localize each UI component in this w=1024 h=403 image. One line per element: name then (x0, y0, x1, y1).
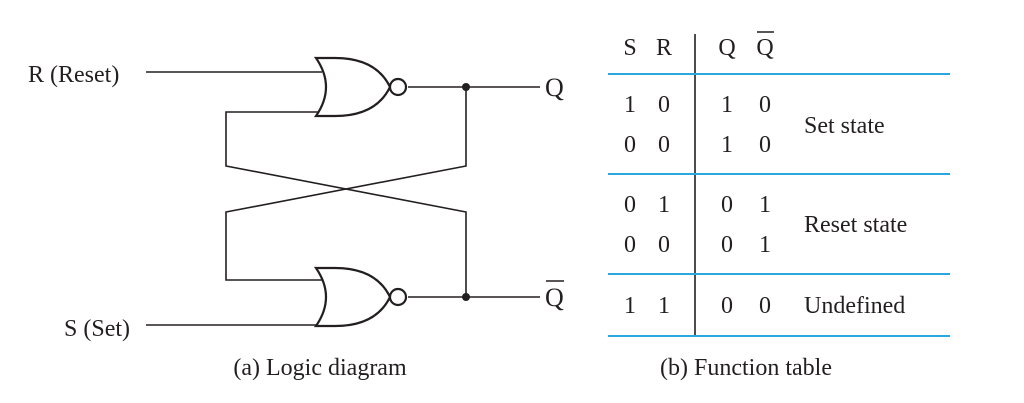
wire-feedback-to-top-gate (225, 111, 467, 297)
table-cell-s: 0 (624, 132, 636, 158)
table-row-0: 1 0 1 0 (624, 92, 771, 118)
table-row-3: 0 0 0 1 (624, 232, 771, 258)
table-row-2: 0 1 0 1 (624, 192, 771, 218)
table-cell-q: 1 (721, 92, 733, 118)
logic-diagram: R (Reset) S (Set) Q Q (a) Logic diagram (28, 56, 564, 381)
table-cell-qbar: 0 (759, 92, 771, 118)
table-cell-qbar: 1 (759, 192, 771, 218)
table-cell-qbar: 0 (759, 293, 771, 319)
table-header-q: Q (718, 35, 735, 61)
table-cell-s: 1 (624, 92, 636, 118)
state-label-undefined: Undefined (804, 293, 905, 319)
state-label-set: Set state (804, 113, 885, 139)
input-s-label: S (Set) (64, 316, 130, 342)
table-row-4: 1 1 0 0 (624, 293, 771, 319)
table-cell-s: 1 (624, 293, 636, 319)
table-cell-r: 1 (658, 192, 670, 218)
nor-gate-top-bubble (388, 77, 408, 97)
table-cell-s: 0 (624, 232, 636, 258)
table-header-r: R (656, 35, 672, 61)
state-label-reset: Reset state (804, 212, 907, 238)
table-cell-r: 0 (658, 232, 670, 258)
table-cell-q: 0 (721, 192, 733, 218)
table-header-qbar: Q (756, 35, 773, 61)
output-q-label: Q (545, 73, 564, 102)
table-cell-r: 0 (658, 92, 670, 118)
nor-gate-bottom (313, 266, 408, 328)
junction-dot-q (462, 83, 470, 91)
table-cell-qbar: 0 (759, 132, 771, 158)
logic-diagram-caption: (a) Logic diagram (233, 355, 407, 381)
table-cell-q: 0 (721, 232, 733, 258)
table-header-s: S (623, 35, 636, 61)
table-cell-qbar: 1 (759, 232, 771, 258)
output-qbar-label: Q (545, 283, 564, 312)
function-table-caption: (b) Function table (660, 355, 832, 381)
table-cell-r: 1 (658, 293, 670, 319)
function-table: S R Q Q 1 0 1 0 0 0 1 0 0 1 0 1 (608, 31, 950, 381)
table-cell-q: 0 (721, 293, 733, 319)
table-row-1: 0 0 1 0 (624, 132, 771, 158)
table-cell-s: 0 (624, 192, 636, 218)
table-cell-r: 0 (658, 132, 670, 158)
wire-feedback-to-bottom-gate (225, 87, 467, 281)
input-r-label: R (Reset) (28, 62, 119, 88)
nor-gate-bottom-bubble (388, 287, 408, 307)
table-cell-q: 1 (721, 132, 733, 158)
junction-dot-qbar (462, 293, 470, 301)
nor-gate-top (313, 56, 408, 118)
